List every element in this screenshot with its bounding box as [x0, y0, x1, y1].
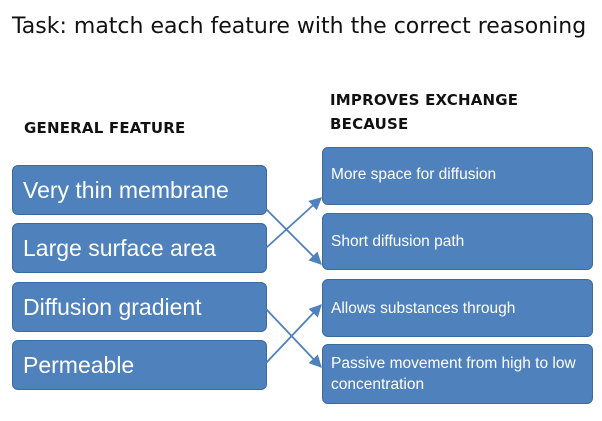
- arrow-thin-membrane-to-short-path: [265, 208, 322, 265]
- feature-box-diffusion-gradient: Diffusion gradient: [12, 282, 267, 332]
- improves-exchange-heading-line1: IMPROVES EXCHANGE: [330, 91, 519, 109]
- feature-box-permeable: Permeable: [12, 340, 267, 390]
- feature-label: Diffusion gradient: [23, 293, 202, 320]
- reason-label: Allows substances through: [331, 299, 516, 317]
- arrow-diffusion-gradient-to-passive-movement: [265, 308, 322, 368]
- reason-box-short-path: Short diffusion path: [322, 213, 593, 270]
- improves-exchange-heading-line2: BECAUSE: [330, 115, 409, 133]
- arrow-permeable-to-allows-substances: [265, 304, 322, 364]
- reason-label: Short diffusion path: [331, 233, 465, 250]
- feature-box-large-surface-area: Large surface area: [12, 223, 267, 273]
- reason-label: More space for diffusion: [331, 166, 497, 183]
- reason-label: Passive movement from high to low concen…: [331, 355, 576, 393]
- task-title: Task: match each feature with the correc…: [12, 14, 587, 39]
- general-feature-heading: GENERAL FEATURE: [24, 119, 186, 137]
- feature-label: Permeable: [23, 351, 135, 378]
- reason-box-passive-movement: Passive movement from high to low concen…: [322, 344, 593, 404]
- arrow-surface-area-to-more-space: [265, 197, 322, 249]
- reason-box-allows-substances: Allows substances through: [322, 279, 593, 337]
- feature-label: Large surface area: [23, 234, 217, 261]
- reason-box-more-space: More space for diffusion: [322, 147, 593, 205]
- improves-exchange-heading: IMPROVES EXCHANGE BECAUSE: [330, 88, 518, 136]
- feature-box-very-thin-membrane: Very thin membrane: [12, 165, 267, 215]
- feature-label: Very thin membrane: [23, 176, 229, 203]
